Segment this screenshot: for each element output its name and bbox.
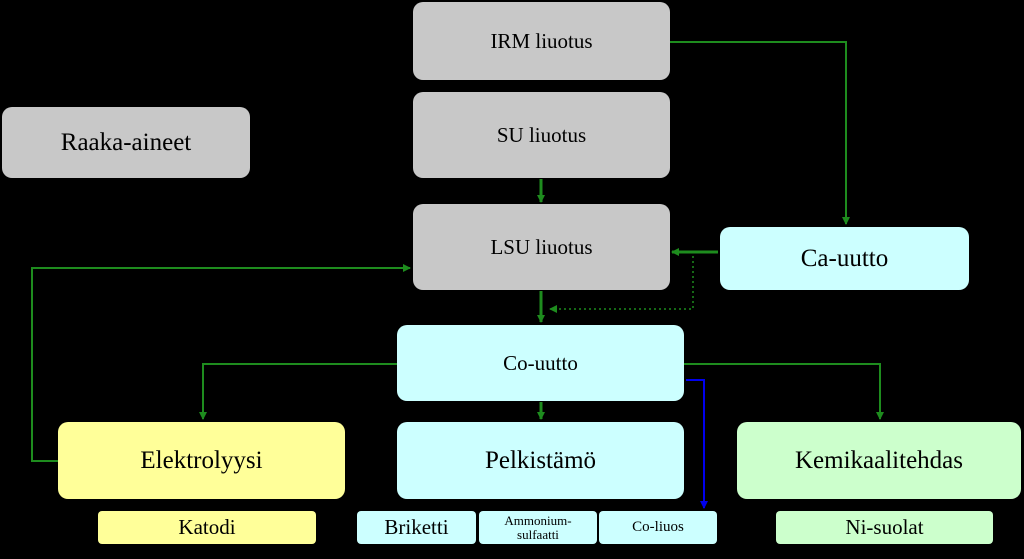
- product-label-line1: Ammonium-: [504, 512, 572, 528]
- node-co-uutto: Co-uutto: [397, 325, 684, 401]
- node-su-liuotus: SU liuotus: [413, 92, 670, 178]
- arrow-co-to-kemikaalitehdas: [684, 363, 884, 420]
- product-label: Katodi: [178, 515, 236, 539]
- product-label-line2: sulfaatti: [517, 526, 559, 542]
- node-kemikaalitehdas: Kemikaalitehdas: [737, 422, 1021, 499]
- node-label: Kemikaalitehdas: [795, 446, 963, 474]
- product-ammoniumsulfaatti: Ammonium- sulfaatti: [479, 511, 597, 544]
- product-label: Briketti: [384, 515, 449, 539]
- node-pelkistamo: Pelkistämö: [397, 422, 684, 499]
- node-elektrolyysi: Elektrolyysi: [58, 422, 345, 499]
- arrow-irm-to-ca: [670, 41, 850, 225]
- node-label: SU liuotus: [496, 122, 587, 147]
- node-label: Ca-uutto: [800, 244, 889, 272]
- node-label: LSU liuotus: [490, 234, 593, 259]
- node-label: Elektrolyysi: [140, 446, 263, 474]
- product-label: Co-liuos: [632, 519, 684, 535]
- node-lsu-liuotus: LSU liuotus: [413, 204, 670, 290]
- node-irm-liuotus: IRM liuotus: [413, 2, 670, 80]
- node-label: Co-uutto: [503, 350, 578, 375]
- product-katodi: Katodi: [98, 511, 316, 544]
- node-label: Raaka-aineet: [60, 128, 192, 156]
- arrow-co-to-coliuos: [686, 379, 708, 509]
- product-co-liuos: Co-liuos: [599, 511, 717, 544]
- node-ca-uutto: Ca-uutto: [720, 227, 969, 290]
- product-label: Ni-suolat: [845, 515, 924, 539]
- node-label: IRM liuotus: [490, 28, 593, 53]
- product-briketti: Briketti: [357, 511, 476, 544]
- node-raaka-aineet: Raaka-aineet: [2, 107, 250, 178]
- arrow-elektrolyysi-to-lsu: [31, 264, 411, 462]
- product-ni-suolat: Ni-suolat: [776, 511, 993, 544]
- arrow-co-to-elektrolyysi: [199, 363, 397, 420]
- node-label: Pelkistämö: [484, 446, 597, 474]
